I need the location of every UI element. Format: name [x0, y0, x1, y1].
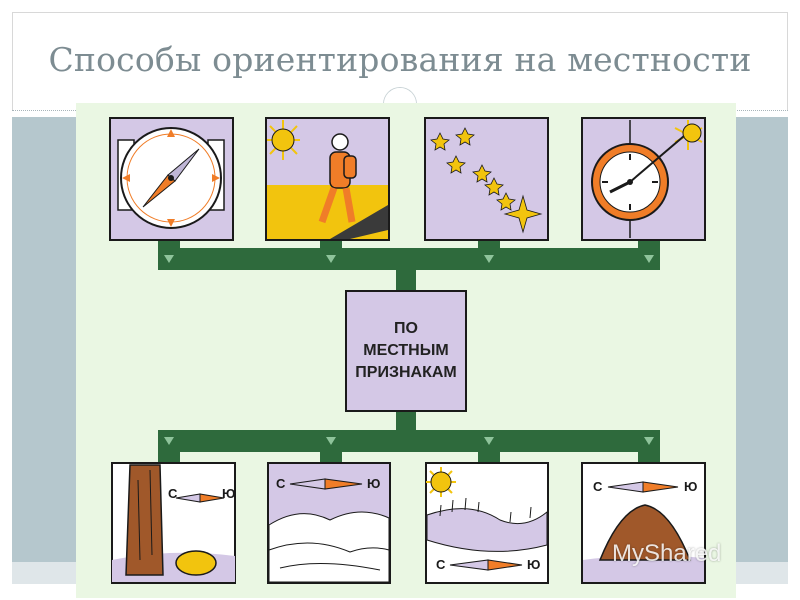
center-line-1: ПО	[394, 320, 418, 337]
watermark: MyShared	[612, 540, 722, 567]
south-label: Ю	[684, 479, 698, 494]
sun-hiker-icon	[267, 120, 388, 239]
connector-tree	[158, 238, 660, 462]
north-label: С	[168, 486, 178, 501]
north-label: С	[593, 479, 603, 494]
south-label: Ю	[367, 476, 381, 491]
panel-watch-sun	[581, 117, 706, 241]
compass-needle	[607, 481, 679, 493]
panel-stars	[424, 117, 549, 241]
panel-anthill	[581, 462, 706, 584]
panel-snow-dunes	[267, 462, 391, 584]
panel-tree-stump	[111, 462, 236, 584]
snow-dunes-icon	[268, 478, 390, 583]
center-line-3: ПРИЗНАКАМ	[355, 364, 457, 381]
compass-icon	[117, 127, 225, 229]
panel-sun-slope	[425, 462, 549, 584]
connector-arrows	[164, 255, 654, 445]
sun-slope-icon	[426, 467, 548, 571]
south-label: Ю	[222, 486, 236, 501]
star-constellation-icon	[430, 127, 543, 234]
anthill-icon	[583, 481, 704, 582]
slide-title: Способы ориентирования на местности	[48, 40, 752, 79]
panel-compass	[109, 117, 234, 241]
panel-sun-hiker	[265, 117, 390, 241]
north-label: С	[436, 557, 446, 572]
compass-needle	[175, 493, 225, 503]
north-label: С	[276, 476, 286, 491]
compass-needle	[449, 559, 523, 571]
center-box-local-signs: ПО МЕСТНЫМ ПРИЗНАКАМ	[345, 290, 467, 412]
center-line-2: МЕСТНЫМ	[363, 342, 449, 359]
compass-needle	[289, 478, 363, 490]
south-label: Ю	[527, 557, 541, 572]
watch-sun-icon	[591, 120, 703, 238]
tree-stump-icon	[112, 464, 235, 582]
